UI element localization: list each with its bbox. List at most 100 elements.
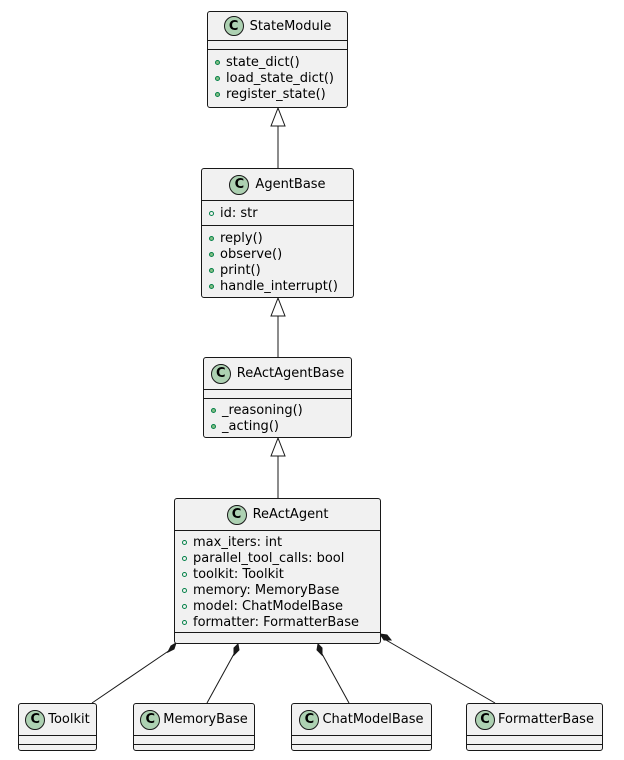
field-row: toolkit: Toolkit xyxy=(175,566,380,582)
class-header: C ReActAgent xyxy=(175,499,380,530)
composition-diamond-chatmodelbase xyxy=(316,642,323,657)
methods-compartment: _reasoning() _acting() xyxy=(204,398,351,434)
class-name: MemoryBase xyxy=(163,712,248,727)
method-name: _acting() xyxy=(222,418,279,434)
field-name: formatter: FormatterBase xyxy=(193,614,360,630)
public-method-icon xyxy=(211,423,216,429)
fields-compartment: max_iters: int parallel_tool_calls: bool… xyxy=(175,530,380,632)
field-name: model: ChatModelBase xyxy=(193,598,344,614)
class-header: C ReActAgentBase xyxy=(204,358,351,389)
field-row: memory: MemoryBase xyxy=(175,582,380,598)
composition-line-formatterbase xyxy=(385,639,496,704)
class-icon: C xyxy=(223,16,244,36)
class-header: C StateModule xyxy=(208,12,347,40)
class-name: ReActAgent xyxy=(252,507,329,522)
inheritance-arrow-reactagentbase xyxy=(270,436,286,457)
fields-compartment xyxy=(208,40,347,49)
class-icon: C xyxy=(25,709,46,730)
field-row: parallel_tool_calls: bool xyxy=(175,550,380,566)
class-reactagent: C ReActAgent max_iters: int parallel_too… xyxy=(174,498,381,644)
public-method-icon xyxy=(209,251,214,257)
class-formatterbase: C FormatterBase xyxy=(466,703,603,751)
field-name: memory: MemoryBase xyxy=(193,582,340,598)
class-header: C FormatterBase xyxy=(467,704,602,735)
public-field-icon xyxy=(182,619,187,625)
fields-compartment xyxy=(292,735,431,744)
class-agentbase: C AgentBase id: str reply() observe() pr… xyxy=(201,168,354,298)
fields-compartment xyxy=(19,735,96,744)
public-method-icon xyxy=(211,407,216,413)
composition-diamond-toolkit xyxy=(166,641,177,654)
composition-line-chatmodelbase xyxy=(320,651,350,704)
method-name: reply() xyxy=(220,230,263,246)
method-name: _reasoning() xyxy=(222,402,303,418)
method-row: _acting() xyxy=(204,418,351,434)
method-name: register_state() xyxy=(226,86,326,102)
fields-compartment: id: str xyxy=(202,200,353,225)
methods-compartment: reply() observe() print() handle_interru… xyxy=(202,225,353,294)
inheritance-arrow-statemodule xyxy=(270,106,286,127)
public-method-icon xyxy=(215,59,220,65)
fields-compartment xyxy=(467,735,602,744)
field-name: toolkit: Toolkit xyxy=(193,566,284,582)
class-header: C MemoryBase xyxy=(134,704,254,735)
class-icon: C xyxy=(226,504,247,525)
field-row: formatter: FormatterBase xyxy=(175,614,380,630)
class-icon: C xyxy=(229,174,250,195)
method-name: load_state_dict() xyxy=(226,70,334,86)
methods-compartment xyxy=(19,744,96,745)
class-toolkit: C Toolkit xyxy=(18,703,97,751)
class-icon: C xyxy=(210,363,231,384)
class-name: FormatterBase xyxy=(498,712,594,727)
public-field-icon xyxy=(182,539,187,545)
field-row: max_iters: int xyxy=(175,534,380,550)
composition-diamond-memorybase xyxy=(233,642,240,657)
field-name: max_iters: int xyxy=(193,534,283,550)
public-method-icon xyxy=(209,283,214,289)
composition-line-toolkit xyxy=(91,649,171,704)
class-memorybase: C MemoryBase xyxy=(133,703,255,751)
composition-line-memorybase xyxy=(206,651,236,704)
public-field-icon xyxy=(182,571,187,577)
method-name: print() xyxy=(220,262,261,278)
class-icon: C xyxy=(140,709,161,730)
method-name: observe() xyxy=(220,246,283,262)
fields-compartment xyxy=(204,389,351,398)
method-row: state_dict() xyxy=(208,54,347,70)
public-field-icon xyxy=(182,603,187,609)
class-name: Toolkit xyxy=(48,712,90,727)
class-name: ChatModelBase xyxy=(322,712,424,727)
class-chatmodelbase: C ChatModelBase xyxy=(291,703,432,751)
class-name: AgentBase xyxy=(255,177,326,192)
composition-diamond-formatterbase xyxy=(378,633,393,641)
public-method-icon xyxy=(209,267,214,273)
methods-compartment: state_dict() load_state_dict() register_… xyxy=(208,49,347,102)
method-row: print() xyxy=(202,262,353,278)
methods-compartment xyxy=(134,744,254,745)
class-icon: C xyxy=(299,709,320,730)
method-row: load_state_dict() xyxy=(208,70,347,86)
public-method-icon xyxy=(215,75,220,81)
field-name: id: str xyxy=(220,205,258,221)
methods-compartment xyxy=(292,744,431,745)
field-row: id: str xyxy=(202,205,353,221)
class-header: C ChatModelBase xyxy=(292,704,431,735)
class-icon: C xyxy=(475,709,496,730)
public-method-icon xyxy=(215,91,220,97)
methods-compartment xyxy=(175,632,380,641)
class-header: C AgentBase xyxy=(202,169,353,200)
method-name: handle_interrupt() xyxy=(220,278,338,294)
method-row: observe() xyxy=(202,246,353,262)
inheritance-arrow-agentbase xyxy=(270,296,286,317)
class-name: StateModule xyxy=(249,18,332,34)
public-method-icon xyxy=(209,235,214,241)
method-row: handle_interrupt() xyxy=(202,278,353,294)
fields-compartment xyxy=(134,735,254,744)
method-row: reply() xyxy=(202,230,353,246)
field-name: parallel_tool_calls: bool xyxy=(193,550,345,566)
method-row: _reasoning() xyxy=(204,402,351,418)
class-statemodule: C StateModule state_dict() load_state_di… xyxy=(207,11,348,108)
public-field-icon xyxy=(209,210,214,216)
public-field-icon xyxy=(182,555,187,561)
